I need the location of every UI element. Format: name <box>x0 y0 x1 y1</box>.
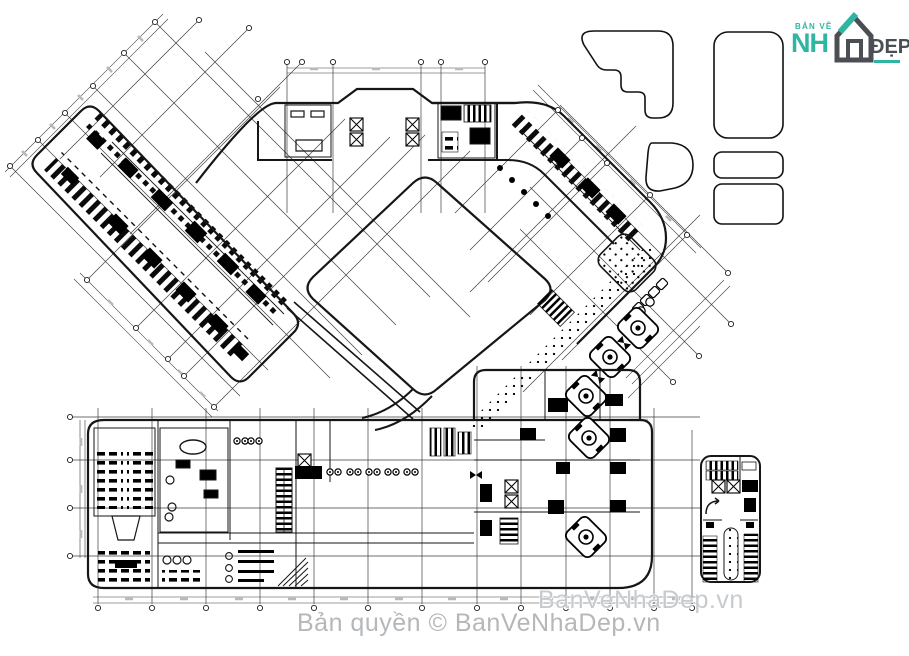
central-hub <box>195 87 515 184</box>
dotted-terrace <box>597 233 657 293</box>
house-icon <box>834 12 874 63</box>
left-wing <box>31 105 421 420</box>
right-wing <box>432 101 669 434</box>
bottom-wing <box>86 368 654 590</box>
dotted-walkway <box>468 244 658 434</box>
logo-ban-ve: BẢN VẼ <box>795 22 833 31</box>
logo-dep: ĐẸP <box>870 36 909 58</box>
parking-annex <box>700 455 761 583</box>
logo: BẢN VẼ NH ĐẸP <box>786 6 909 66</box>
logo-nha: NH <box>791 28 829 58</box>
grid-lines <box>4 13 732 604</box>
site-outline-shapes <box>581 30 784 225</box>
auditorium <box>93 427 156 541</box>
logo-underline <box>874 60 900 63</box>
grid-bubbles <box>6 16 735 612</box>
watermark-center: BanVeNhaDep.vn <box>538 586 744 614</box>
kitchen-rooms <box>159 427 229 533</box>
watermark-bottom: Bản quyền © BanVeNhaDep.vn <box>297 609 661 637</box>
